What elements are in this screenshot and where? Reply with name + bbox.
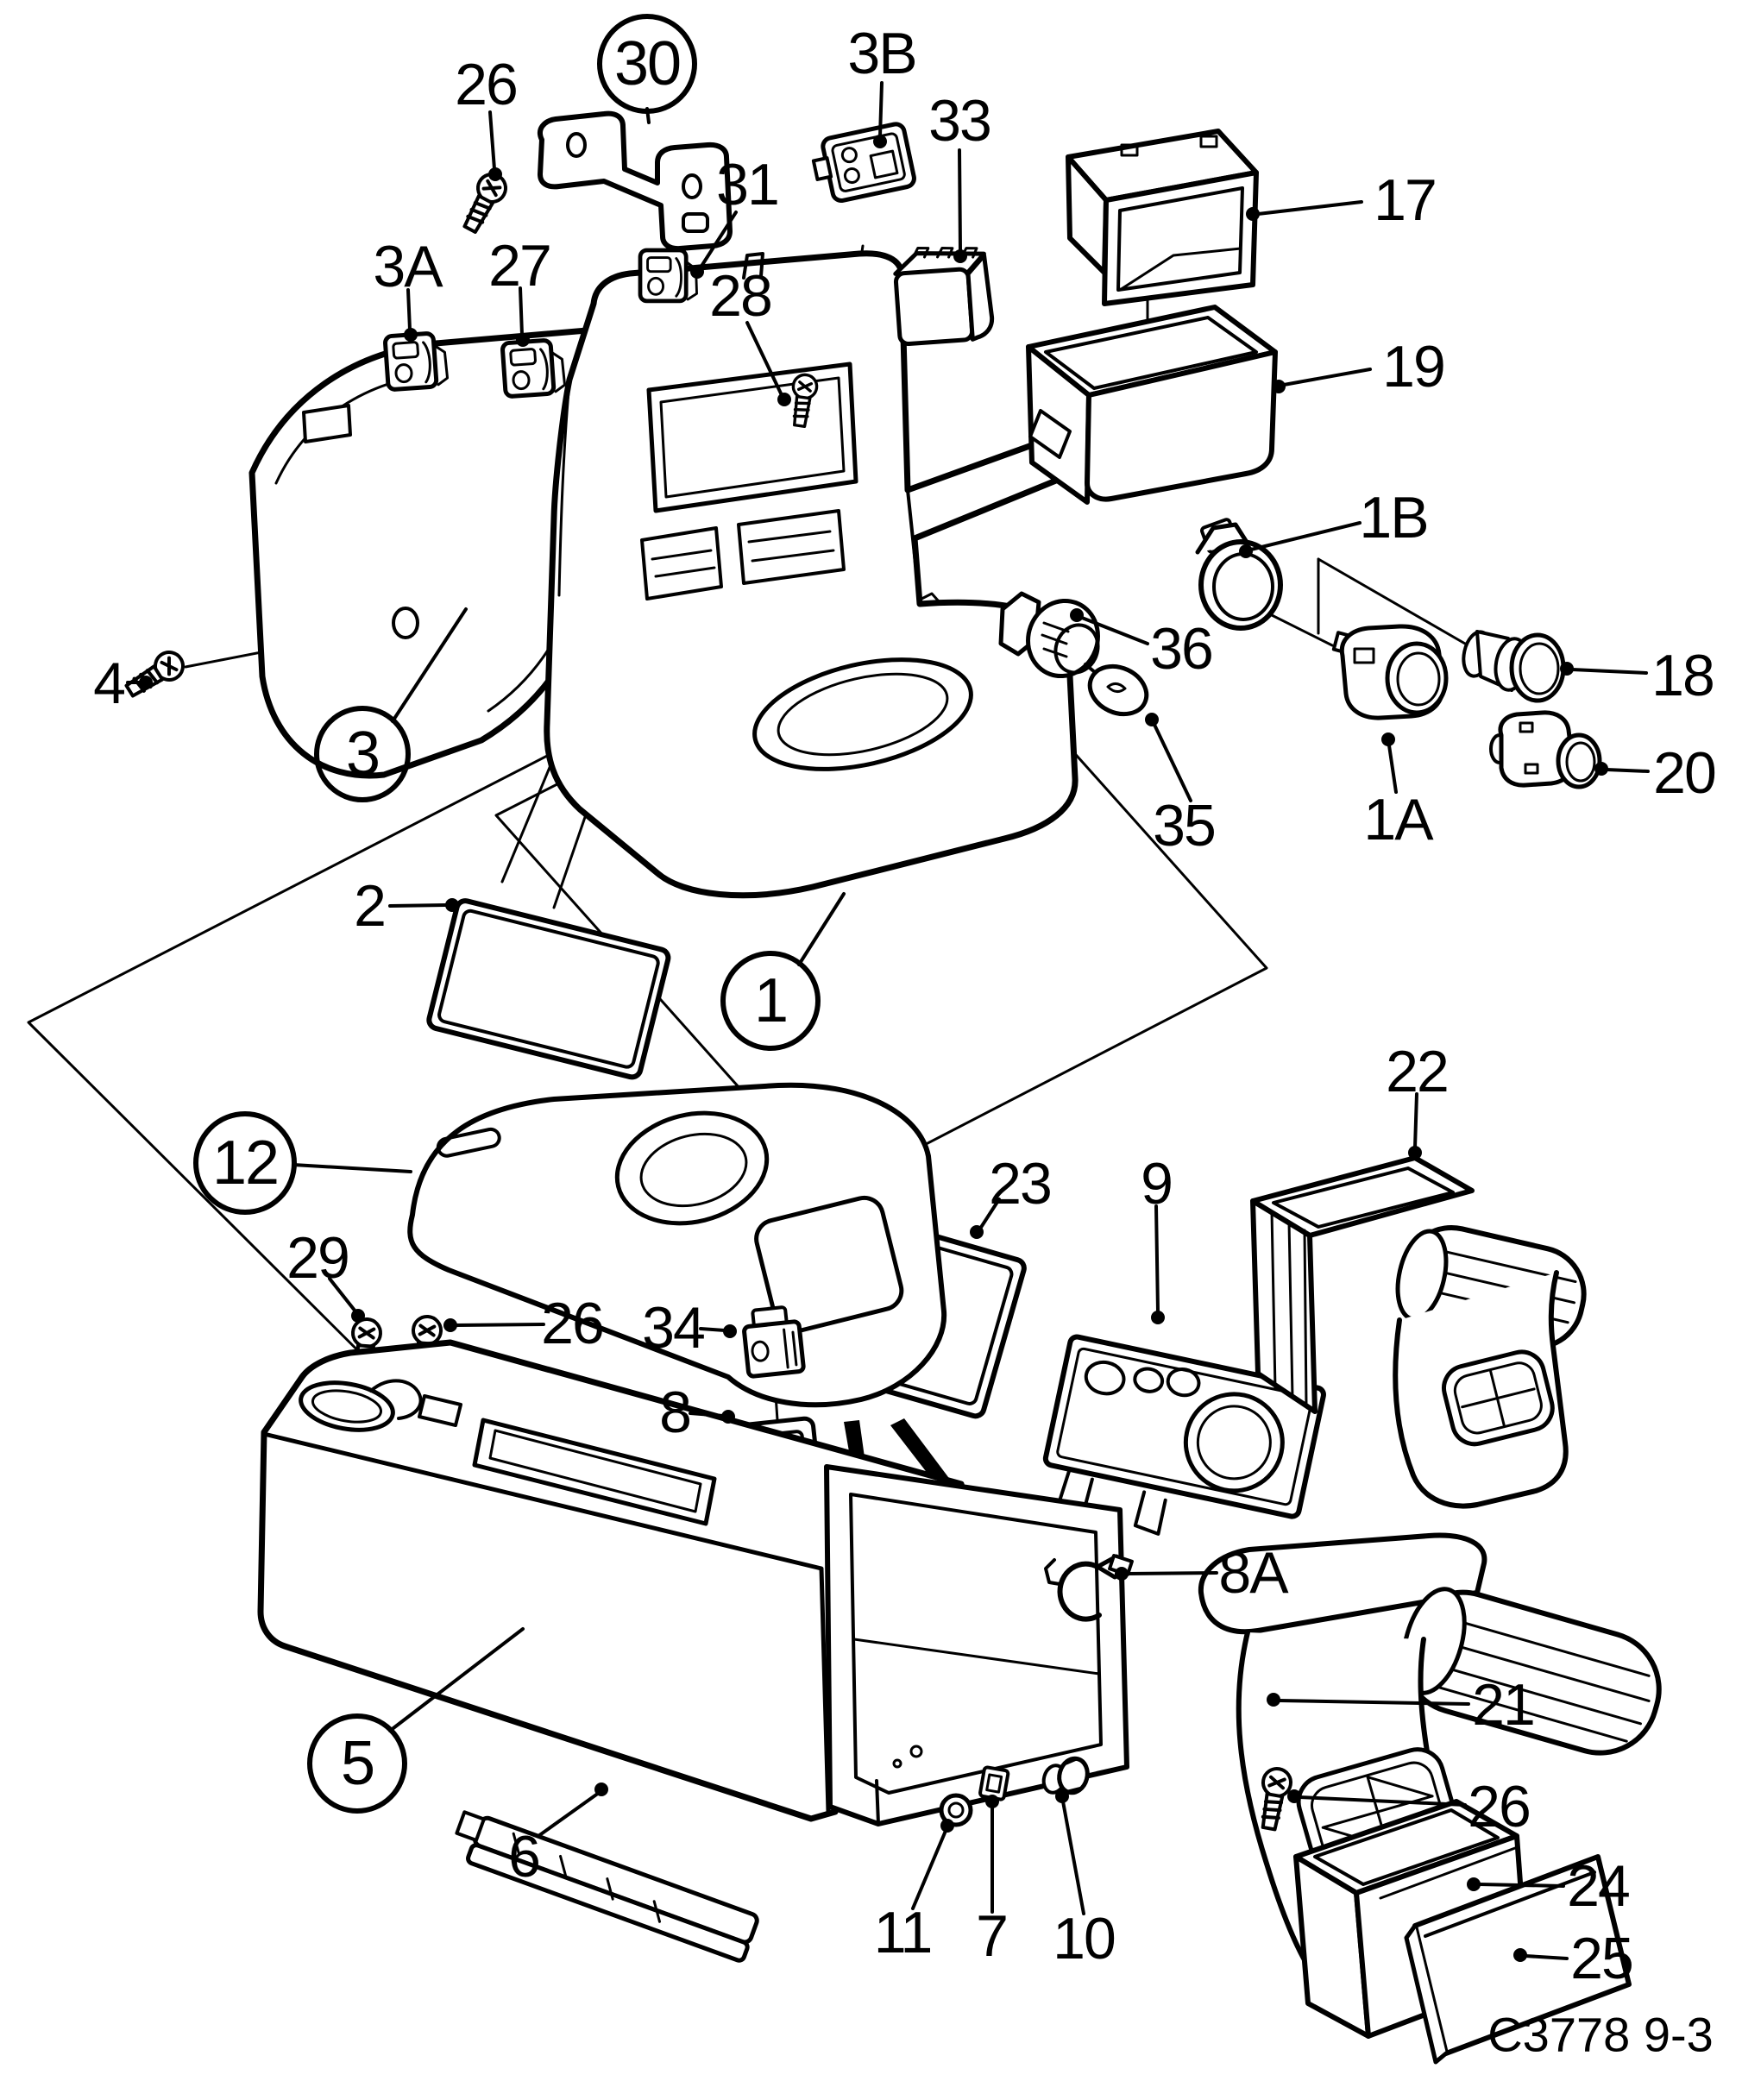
part-bulb-35	[1084, 663, 1149, 717]
callout-4-16: 4	[93, 651, 126, 716]
part-connector-3b	[811, 122, 916, 204]
part-screw-26-top	[458, 169, 511, 236]
callout-7-32: 7	[976, 1903, 1009, 1969]
part-relay-33	[893, 246, 995, 347]
callout-26-0: 26	[455, 52, 519, 117]
leader-dots	[139, 135, 1608, 1962]
part-screw-4	[120, 644, 191, 705]
callout-20-13: 20	[1653, 740, 1717, 806]
part-lighter-plug-18	[1462, 630, 1566, 703]
callout-18-12: 18	[1651, 643, 1715, 708]
part-shifter-panel-12	[407, 1082, 947, 1441]
callout-3-17: 3	[314, 706, 411, 802]
callout-8-27: 8	[659, 1380, 692, 1445]
part-cup-tray-9	[1042, 1334, 1326, 1536]
callout-28-9: 28	[709, 263, 773, 329]
callout-27-7: 27	[488, 233, 552, 299]
part-ashtray-19	[1026, 305, 1278, 505]
part-nut-11	[939, 1793, 973, 1827]
callout-26-25: 26	[541, 1291, 605, 1356]
part-mat-2	[426, 898, 671, 1080]
callout-3a-6: 3A	[373, 234, 443, 299]
diagram-code: C3778 9-3	[1487, 2007, 1714, 2062]
callout-35-14: 35	[1153, 793, 1217, 858]
callout-6-30: 6	[508, 1824, 541, 1889]
callout-36-11: 36	[1150, 616, 1214, 682]
callout-2-18: 2	[354, 873, 387, 939]
part-socket-1b	[1195, 518, 1283, 631]
callout-25-37: 25	[1570, 1926, 1634, 1991]
callout-22-20: 22	[1386, 1039, 1450, 1104]
part-side-panel	[248, 326, 607, 779]
callout-11-31: 11	[873, 1900, 934, 1965]
callout-31-8: 31	[716, 152, 780, 217]
part-storage-box-17	[1066, 129, 1259, 306]
callout-30-1: 30	[597, 14, 697, 114]
callout-8a-28: 8A	[1218, 1540, 1288, 1606]
callout-24-36: 24	[1567, 1853, 1631, 1919]
callout-19-5: 19	[1382, 334, 1446, 399]
callout-3b-2: 3B	[847, 21, 917, 86]
part-switch-34	[742, 1305, 806, 1379]
callout-21-34: 21	[1472, 1672, 1536, 1738]
part-socket-1a	[1331, 624, 1449, 720]
callout-26-35: 26	[1468, 1774, 1531, 1839]
part-plug-10	[1041, 1756, 1090, 1795]
part-rail-6	[455, 1810, 759, 1963]
callout-5-29: 5	[307, 1713, 407, 1814]
callout-1-19: 1	[720, 951, 821, 1051]
part-armrest-21	[1198, 1532, 1662, 2006]
part-lighter-plug-20	[1489, 710, 1602, 789]
callout-1a-15: 1A	[1363, 787, 1433, 852]
callout-23-22: 23	[989, 1151, 1053, 1217]
callout-1b-10: 1B	[1359, 485, 1429, 550]
callout-10-33: 10	[1053, 1906, 1116, 1971]
part-bracket-30	[538, 110, 733, 252]
callout-12-21: 12	[193, 1111, 297, 1215]
part-clip-7	[978, 1765, 1010, 1801]
part-rear-console-22	[1250, 1155, 1587, 1509]
callout-9-23: 9	[1141, 1151, 1173, 1217]
callout-17-4: 17	[1374, 167, 1437, 233]
callout-29-24: 29	[286, 1225, 350, 1291]
part-floor-console-5	[257, 1339, 1129, 1826]
callout-34-26: 34	[642, 1295, 706, 1361]
callout-33-3: 33	[928, 88, 992, 154]
